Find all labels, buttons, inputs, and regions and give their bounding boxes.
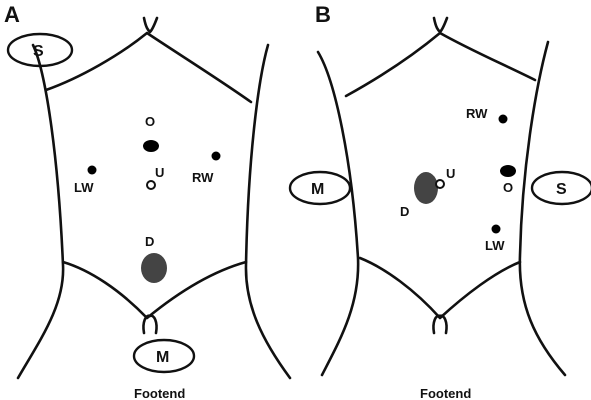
panel-a-letter: A (4, 2, 20, 27)
chest-line-a (46, 33, 251, 102)
port-lw-dot-b (492, 225, 501, 234)
port-o-label-b: O (503, 180, 513, 195)
panel-a: A S M O U LW RW D Footend (4, 2, 290, 400)
neck-mark-b (434, 18, 447, 32)
port-rw-dot-a (212, 152, 221, 161)
footend-label-b: Footend (420, 386, 471, 400)
neck-mark-a (144, 18, 157, 32)
port-lw-label-b: LW (485, 238, 505, 253)
port-lw-dot-a (88, 166, 97, 175)
port-o-dot-a (143, 140, 159, 152)
port-rw-label-a: RW (192, 170, 214, 185)
port-rw-label-b: RW (466, 106, 488, 121)
torso-left-edge-b (318, 52, 358, 375)
port-u-label-b: U (446, 166, 455, 181)
port-rw-dot-b (499, 115, 508, 124)
port-o-label-a: O (145, 114, 155, 129)
chest-line-b (346, 33, 535, 96)
m-oval-label-b: M (311, 181, 324, 198)
port-u-circle-a (147, 181, 155, 189)
s-oval-label-b: S (556, 181, 567, 198)
port-d-mark-a (141, 253, 167, 283)
m-oval-label-a: M (156, 349, 169, 366)
hip-line-b (360, 258, 520, 318)
port-u-label-a: U (155, 165, 164, 180)
torso-right-edge-a (246, 45, 290, 378)
torso-right-edge-b (520, 42, 565, 375)
panel-b-letter: B (315, 2, 331, 27)
port-d-label-b: D (400, 204, 409, 219)
port-lw-label-a: LW (74, 180, 94, 195)
torso-left-edge-a (18, 45, 63, 378)
m-oval-b: M (290, 172, 350, 204)
port-o-dot-b (500, 165, 516, 177)
m-oval-a: M (134, 340, 194, 372)
torso-outline-a (18, 18, 290, 378)
port-u-circle-b (436, 180, 444, 188)
s-oval-b: S (532, 172, 591, 204)
groin-mark-a (143, 316, 156, 333)
s-oval-label-a: S (33, 43, 44, 60)
torso-outline-b (318, 18, 565, 375)
port-d-label-a: D (145, 234, 154, 249)
panel-b: B M S RW O U D LW Footend (290, 2, 591, 400)
port-d-mark-b (414, 172, 438, 204)
footend-label-a: Footend (134, 386, 185, 400)
